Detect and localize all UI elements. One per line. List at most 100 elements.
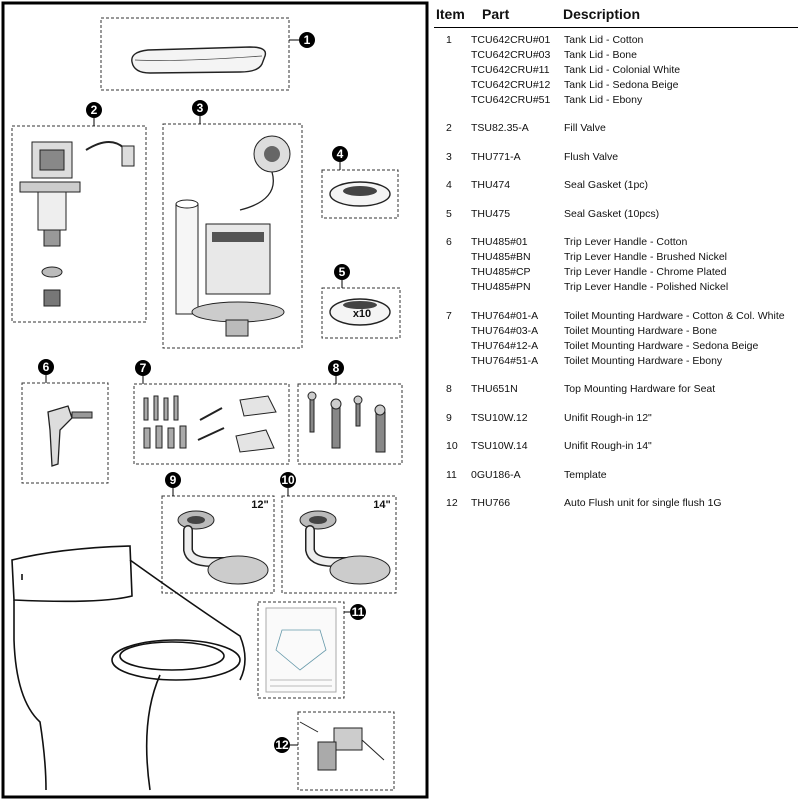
- mounting-hardware-part: [133, 383, 290, 465]
- part-numbers: THU651N: [471, 382, 518, 397]
- part-numbers: THU474: [471, 178, 510, 193]
- part-description: Tank Lid - Sedona Beige: [564, 79, 679, 91]
- header-item: Item: [436, 6, 465, 22]
- part-description: Trip Lever Handle - Polished Nickel: [564, 281, 729, 293]
- rough-in-12-label: 12": [251, 499, 268, 511]
- part-numbers: THU766: [471, 496, 510, 511]
- item-number: 3: [446, 151, 452, 163]
- item-number: 8: [446, 383, 452, 395]
- part-number: TSU10W.12: [471, 412, 528, 424]
- part-number: TCU642CRU#12: [471, 79, 551, 91]
- part-number: THU651N: [471, 383, 518, 395]
- item-number: 5: [446, 208, 452, 220]
- part-numbers: TSU10W.14: [471, 439, 528, 454]
- part-number: THU764#01-A: [471, 310, 539, 322]
- part-descriptions: Seal Gasket (1pc): [564, 178, 648, 193]
- part-numbers: TSU82.35-A: [471, 121, 529, 136]
- part-descriptions: Top Mounting Hardware for Seat: [564, 382, 715, 397]
- part-number: TSU82.35-A: [471, 122, 529, 134]
- unifit-14-part: 14": [281, 495, 397, 594]
- part-number: TCU642CRU#03: [471, 49, 551, 61]
- callout-1: [299, 32, 315, 48]
- diagram-frame: [1, 1, 429, 799]
- part-number: THU485#BN: [471, 251, 531, 263]
- part-description: Unifit Rough-in 12": [564, 412, 652, 424]
- callout-6: [38, 359, 54, 375]
- part-description: Tank Lid - Bone: [564, 49, 637, 61]
- part-description: Flush Valve: [564, 151, 619, 163]
- part-description: Toilet Mounting Hardware - Bone: [564, 325, 717, 337]
- part-number: 0GU186-A: [471, 469, 521, 481]
- callout-5-number: 5: [339, 265, 346, 279]
- callout-7: [135, 360, 151, 376]
- part-description: Top Mounting Hardware for Seat: [564, 383, 716, 395]
- callout-9-number: 9: [170, 473, 177, 487]
- item-number: 10: [446, 440, 458, 452]
- part-description: Fill Valve: [564, 122, 606, 134]
- item-number: 6: [446, 236, 452, 248]
- item-number: 1: [446, 34, 452, 46]
- callout-1-number: 1: [304, 33, 311, 47]
- seal-gasket-part: [321, 169, 399, 219]
- header-description: Description: [563, 6, 641, 22]
- part-description: Seal Gasket (10pcs): [564, 208, 660, 220]
- callout-8: [328, 360, 344, 376]
- callout-8-number: 8: [333, 361, 340, 375]
- part-description: Tank Lid - Ebony: [564, 94, 643, 106]
- item-number: 9: [446, 412, 452, 424]
- part-number: THU485#CP: [471, 266, 531, 278]
- auto-flush-part: [297, 711, 395, 791]
- part-descriptions: Template: [564, 468, 607, 483]
- toilet-illustration: [11, 545, 246, 791]
- part-number: THU475: [471, 208, 511, 220]
- callout-11-number: 11: [352, 605, 365, 619]
- part-number: THU485#01: [471, 236, 528, 248]
- part-numbers: 0GU186-A: [471, 468, 521, 483]
- trip-lever-part: [21, 382, 109, 484]
- part-description: Tank Lid - Colonial White: [564, 64, 681, 76]
- parts-diagram: 1 2 3 4: [1, 1, 429, 799]
- part-numbers: THU771-A: [471, 150, 521, 165]
- callout-5: [334, 264, 350, 280]
- part-description: Seal Gasket (1pc): [564, 179, 649, 191]
- callout-10-number: 10: [281, 473, 295, 487]
- part-number: TCU642CRU#51: [471, 94, 551, 106]
- callout-2: [86, 102, 102, 118]
- seat-hardware-part: [297, 383, 403, 465]
- item-number: 2: [446, 122, 452, 134]
- part-description: Auto Flush unit for single flush 1G: [564, 497, 722, 509]
- callout-3: [192, 100, 208, 116]
- part-number: TSU10W.14: [471, 440, 528, 452]
- callout-4-number: 4: [337, 147, 344, 161]
- part-number: TCU642CRU#11: [471, 64, 550, 76]
- part-number: THU485#PN: [471, 281, 531, 293]
- part-number: THU764#03-A: [471, 325, 539, 337]
- callout-7-number: 7: [140, 361, 147, 375]
- seal-gasket-pack-part: x10: [321, 287, 401, 339]
- callout-12-number: 12: [275, 738, 289, 752]
- header-part: Part: [482, 6, 510, 22]
- part-descriptions: Flush Valve: [564, 150, 618, 165]
- callout-6-number: 6: [43, 360, 50, 374]
- part-description: Trip Lever Handle - Chrome Plated: [564, 266, 727, 278]
- part-number: THU766: [471, 497, 511, 509]
- item-number: 7: [446, 310, 452, 322]
- part-description: Unifit Rough-in 14": [564, 440, 652, 452]
- item-number: 4: [446, 179, 452, 191]
- part-description: Tank Lid - Cotton: [564, 34, 644, 46]
- callout-11: [350, 604, 366, 620]
- callout-9: [165, 472, 181, 488]
- template-part: [257, 601, 345, 699]
- callout-10: [280, 472, 296, 488]
- fill-valve-part: [11, 125, 147, 323]
- unifit-12-part: 12": [161, 495, 275, 594]
- part-descriptions: Unifit Rough-in 12": [564, 411, 652, 426]
- part-number: THU771-A: [471, 151, 521, 163]
- callout-12: [274, 737, 290, 753]
- part-descriptions: Unifit Rough-in 14": [564, 439, 652, 454]
